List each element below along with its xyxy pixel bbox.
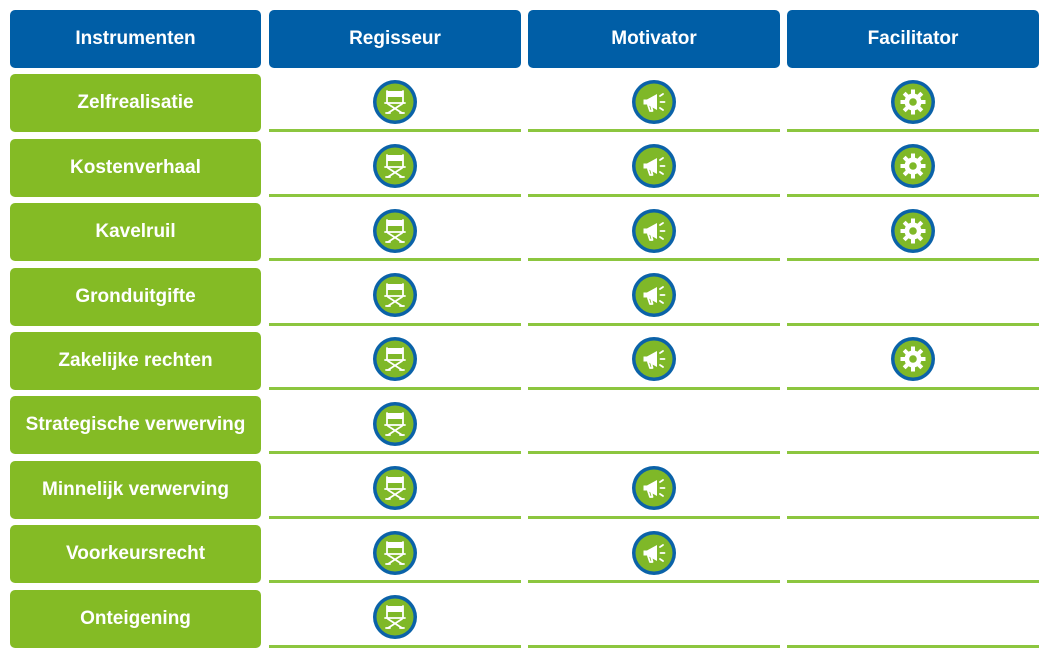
director-chair-icon <box>372 465 418 511</box>
matrix-cell-facilitator <box>787 590 1039 648</box>
gear-icon <box>890 143 936 189</box>
matrix-cell-regisseur <box>269 396 521 455</box>
header-facilitator: Facilitator <box>787 10 1039 68</box>
matrix-cell-motivator <box>528 590 780 648</box>
matrix-cell-motivator <box>528 461 780 519</box>
director-chair-icon <box>372 143 418 189</box>
matrix-cell-facilitator <box>787 139 1039 197</box>
gear-icon <box>890 336 936 382</box>
director-chair-icon <box>372 79 418 125</box>
director-chair-icon <box>372 336 418 382</box>
row-label: Zelfrealisatie <box>10 74 261 133</box>
matrix-cell-facilitator <box>787 268 1039 326</box>
matrix-cell-regisseur <box>269 461 521 519</box>
matrix-cell-motivator <box>528 74 780 133</box>
megaphone-icon <box>631 208 677 254</box>
matrix-cell-motivator <box>528 139 780 197</box>
matrix-cell-facilitator <box>787 525 1039 584</box>
megaphone-icon <box>631 143 677 189</box>
matrix-cell-facilitator <box>787 203 1039 262</box>
director-chair-icon <box>372 401 418 447</box>
header-motivator: Motivator <box>528 10 780 68</box>
row-label: Kavelruil <box>10 203 261 262</box>
row-label: Onteigening <box>10 589 261 648</box>
matrix-cell-motivator <box>528 396 780 455</box>
row-label: Gronduitgifte <box>10 267 261 326</box>
matrix-cell-regisseur <box>269 268 521 326</box>
matrix-cell-regisseur <box>269 74 521 133</box>
director-chair-icon <box>372 272 418 318</box>
megaphone-icon <box>631 336 677 382</box>
row-label: Minnelijk verwerving <box>10 460 261 519</box>
megaphone-icon <box>631 465 677 511</box>
row-label: Zakelijke rechten <box>10 331 261 390</box>
matrix-cell-motivator <box>528 203 780 262</box>
megaphone-icon <box>631 272 677 318</box>
matrix-cell-motivator <box>528 332 780 390</box>
matrix-cell-regisseur <box>269 525 521 584</box>
row-label: Kostenverhaal <box>10 138 261 197</box>
matrix-cell-facilitator <box>787 396 1039 455</box>
matrix-cell-facilitator <box>787 74 1039 133</box>
matrix-cell-motivator <box>528 268 780 326</box>
matrix-cell-regisseur <box>269 590 521 648</box>
matrix-cell-regisseur <box>269 332 521 390</box>
header-regisseur: Regisseur <box>269 10 521 68</box>
matrix-cell-facilitator <box>787 461 1039 519</box>
instruments-matrix: Instrumenten Regisseur Motivator Facilit… <box>10 10 1039 648</box>
director-chair-icon <box>372 530 418 576</box>
director-chair-icon <box>372 594 418 640</box>
megaphone-icon <box>631 79 677 125</box>
matrix-cell-facilitator <box>787 332 1039 390</box>
director-chair-icon <box>372 208 418 254</box>
row-label: Strategische verwerving <box>10 396 261 455</box>
row-label: Voorkeursrecht <box>10 525 261 584</box>
megaphone-icon <box>631 530 677 576</box>
gear-icon <box>890 79 936 125</box>
matrix-cell-motivator <box>528 525 780 584</box>
matrix-cell-regisseur <box>269 139 521 197</box>
header-instruments: Instrumenten <box>10 10 261 68</box>
gear-icon <box>890 208 936 254</box>
matrix-cell-regisseur <box>269 203 521 262</box>
